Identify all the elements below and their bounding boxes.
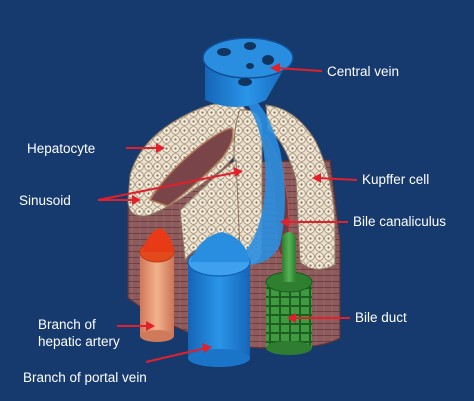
arrow-sinusoid-lower-head <box>132 195 141 205</box>
arrow-sinusoid-upper-head <box>233 167 243 177</box>
central-vein-pore-3 <box>262 55 274 65</box>
label-bile-duct: Bile duct <box>355 310 407 325</box>
central-vein-pore-1 <box>217 48 231 56</box>
central-vein-branch <box>246 100 285 265</box>
central-vein-pore-5 <box>246 63 254 69</box>
arrow-sinusoid-upper <box>97 171 239 201</box>
label-bile-canaliculus: Bile canaliculus <box>353 214 447 229</box>
hepatic-artery-base <box>140 330 174 342</box>
label-kupffer-cell: Kupffer cell <box>362 172 430 187</box>
arrow-kupffer-cell <box>317 177 358 181</box>
arrow-central-vein <box>275 67 323 72</box>
bile-canaliculus-tube <box>282 232 296 282</box>
arrow-kupffer-cell-head <box>312 173 321 183</box>
label-portal-vein: Branch of portal vein <box>23 370 147 385</box>
label-hepatic-artery-line2: hepatic artery <box>38 334 120 349</box>
arrow-central-vein-head <box>270 63 280 73</box>
central-vein-pore-2 <box>244 42 256 50</box>
label-hepatic-artery-line1: Branch of <box>38 317 96 332</box>
arrow-portal-vein-head <box>202 343 212 353</box>
arrow-bile-duct-head <box>287 313 296 323</box>
bile-duct-body <box>266 282 312 348</box>
portal-vein-base <box>188 349 250 367</box>
pointer-arrows <box>97 63 358 363</box>
arrow-hepatocyte-head <box>156 143 165 153</box>
portal-vein-flare <box>190 232 250 262</box>
arrow-bile-canaliculus-head <box>280 217 289 227</box>
arrow-hepatic-artery-head <box>146 321 155 331</box>
hepatic-artery-flare <box>142 228 174 252</box>
arrow-portal-vein <box>145 347 207 363</box>
label-sinusoid: Sinusoid <box>19 193 71 208</box>
bile-duct-base <box>266 341 312 355</box>
label-central-vein: Central vein <box>327 64 400 79</box>
central-vein-pore-4 <box>238 78 252 86</box>
hepatocyte-plate-right <box>265 104 336 270</box>
portal-vein-body <box>188 262 250 358</box>
hepatic-artery-body <box>140 252 174 336</box>
label-hepatocyte: Hepatocyte <box>27 141 96 156</box>
